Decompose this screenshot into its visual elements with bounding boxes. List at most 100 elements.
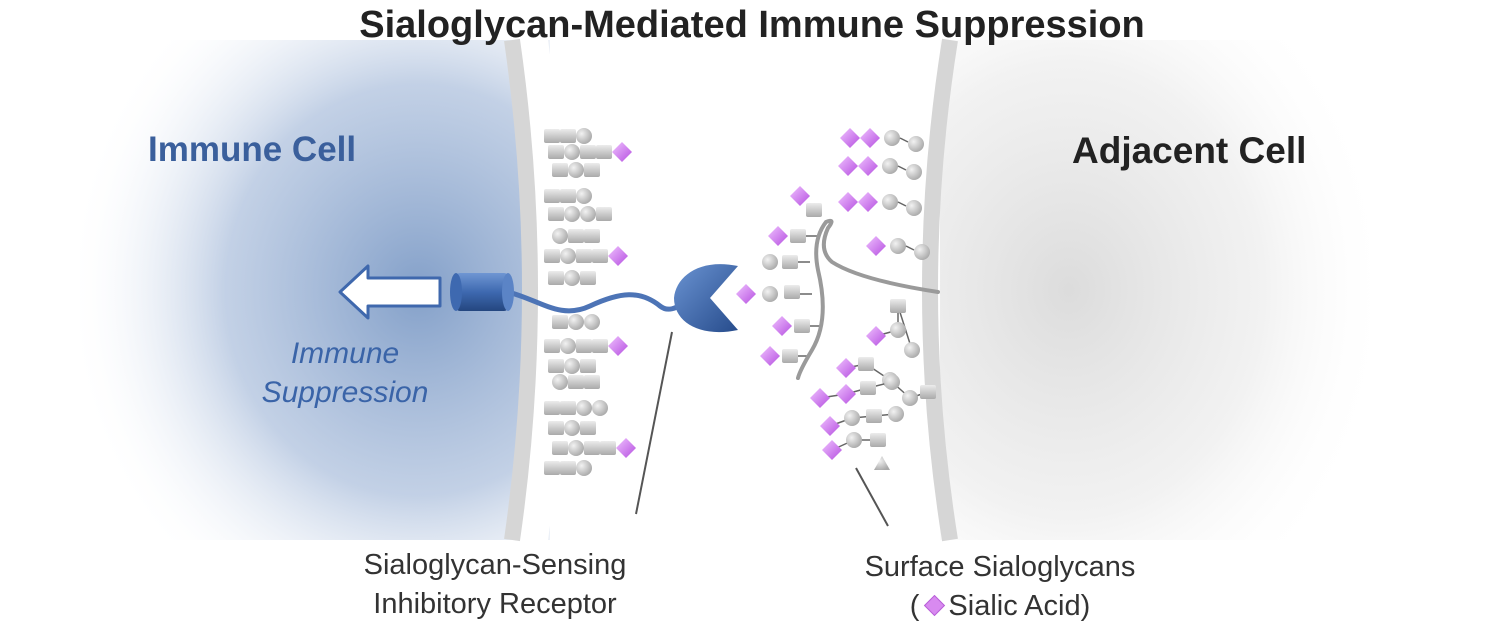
sugar-square-icon: [592, 339, 608, 353]
sugar-circle-icon: [564, 206, 580, 222]
sialic-acid-diamond-icon: [866, 326, 886, 346]
sugar-circle-icon: [552, 228, 568, 244]
sugar-circle-icon: [560, 338, 576, 354]
glycan-callout-line: [855, 467, 889, 527]
glycosidic-bond: [905, 245, 915, 251]
diagram-title: Sialoglycan-Mediated Immune Suppression: [359, 4, 1145, 46]
sialic-acid-diamond-icon: [768, 226, 788, 246]
sugar-circle-icon: [564, 358, 580, 374]
sugar-square-icon: [560, 461, 576, 475]
sialic-acid-diamond-icon: [736, 284, 756, 304]
sugar-circle-icon: [890, 238, 906, 254]
sialic-acid-diamond-icon: [858, 192, 878, 212]
sugar-square-icon: [580, 145, 596, 159]
sugar-square-icon: [580, 421, 596, 435]
sialic-acid-diamond-icon: [822, 440, 842, 460]
sialic-acid-diamond-icon: [924, 595, 946, 617]
sugar-square-icon: [568, 375, 584, 389]
sugar-square-icon: [560, 189, 576, 203]
sugar-square-icon: [794, 319, 810, 333]
sugar-circle-icon: [882, 158, 898, 174]
sugar-square-icon: [584, 441, 600, 455]
sugar-square-icon: [560, 129, 576, 143]
sugar-square-icon: [548, 271, 564, 285]
sugar-square-icon: [782, 349, 798, 363]
sialic-acid-diamond-icon: [612, 142, 632, 162]
sialic-acid-diamond-icon: [608, 336, 628, 356]
sialoglycan-callout-line-2: ( Sialic Acid): [790, 587, 1210, 626]
sialic-acid-diamond-icon: [838, 192, 858, 212]
open-paren: (: [909, 590, 920, 622]
sugar-square-icon: [568, 229, 584, 243]
surface-sialoglycans: [736, 128, 936, 470]
sialic-acid-diamond-icon: [810, 388, 830, 408]
sugar-circle-icon: [846, 432, 862, 448]
sugar-triangle-icon: [874, 456, 890, 470]
sugar-circle-icon: [908, 136, 924, 152]
sugar-circle-icon: [576, 400, 592, 416]
sugar-circle-icon: [762, 286, 778, 302]
sugar-circle-icon: [576, 128, 592, 144]
sugar-square-icon: [544, 461, 560, 475]
sugar-square-icon: [596, 145, 612, 159]
immune-cell-label: Immune Cell: [148, 130, 357, 169]
sugar-square-icon: [920, 385, 936, 399]
receptor-callout-line: [635, 331, 673, 515]
sugar-square-icon: [858, 357, 874, 371]
sugar-circle-icon: [904, 342, 920, 358]
sugar-circle-icon: [576, 188, 592, 204]
sugar-circle-icon: [584, 314, 600, 330]
sialic-acid-diamond-icon: [838, 156, 858, 176]
sugar-circle-icon: [560, 248, 576, 264]
sugar-square-icon: [548, 359, 564, 373]
receptor-callout: Sialoglycan-Sensing Inhibitory Receptor: [300, 546, 690, 624]
sugar-square-icon: [548, 421, 564, 435]
sugar-square-icon: [584, 163, 600, 177]
sugar-square-icon: [576, 249, 592, 263]
sugar-square-icon: [576, 339, 592, 353]
sialic-acid-diamond-icon: [820, 416, 840, 436]
sialic-acid-text: Sialic Acid): [948, 590, 1091, 622]
sugar-square-icon: [552, 441, 568, 455]
sialic-acid-diamond-icon: [608, 246, 628, 266]
sugar-square-icon: [784, 285, 800, 299]
sugar-circle-icon: [592, 400, 608, 416]
sugar-circle-icon: [576, 460, 592, 476]
sugar-square-icon: [584, 229, 600, 243]
sugar-square-icon: [790, 229, 806, 243]
sugar-circle-icon: [914, 244, 930, 260]
sialic-acid-diamond-icon: [760, 346, 780, 366]
sialic-acid-diamond-icon: [836, 358, 856, 378]
sugar-square-icon: [544, 249, 560, 263]
sugar-square-icon: [806, 203, 822, 217]
sugar-square-icon: [782, 255, 798, 269]
sugar-square-icon: [544, 189, 560, 203]
sugar-circle-icon: [844, 410, 860, 426]
sugar-circle-icon: [884, 374, 900, 390]
sugar-square-icon: [560, 401, 576, 415]
glycosidic-bond: [897, 165, 907, 171]
sugar-square-icon: [584, 375, 600, 389]
receptor-binding-pocket-icon: [674, 264, 738, 333]
sugar-circle-icon: [906, 200, 922, 216]
sugar-square-icon: [580, 359, 596, 373]
sialic-acid-diamond-icon: [772, 316, 792, 336]
sugar-circle-icon: [762, 254, 778, 270]
suppression-line-1: Immune: [290, 337, 400, 370]
sugar-square-icon: [592, 249, 608, 263]
sugar-circle-icon: [906, 164, 922, 180]
sugar-circle-icon: [568, 162, 584, 178]
sugar-circle-icon: [564, 270, 580, 286]
sugar-circle-icon: [884, 130, 900, 146]
receptor-callout-line-2: Inhibitory Receptor: [373, 588, 617, 620]
sugar-square-icon: [544, 401, 560, 415]
sialoglycan-callout-line-1: Surface Sialoglycans: [864, 551, 1136, 583]
glycoprotein-backbone: [796, 218, 940, 380]
sugar-square-icon: [548, 145, 564, 159]
glycosidic-bond: [899, 137, 909, 143]
sugar-square-icon: [548, 207, 564, 221]
sugar-circle-icon: [902, 390, 918, 406]
sugar-square-icon: [890, 299, 906, 313]
inhibitory-receptor: [450, 264, 738, 333]
